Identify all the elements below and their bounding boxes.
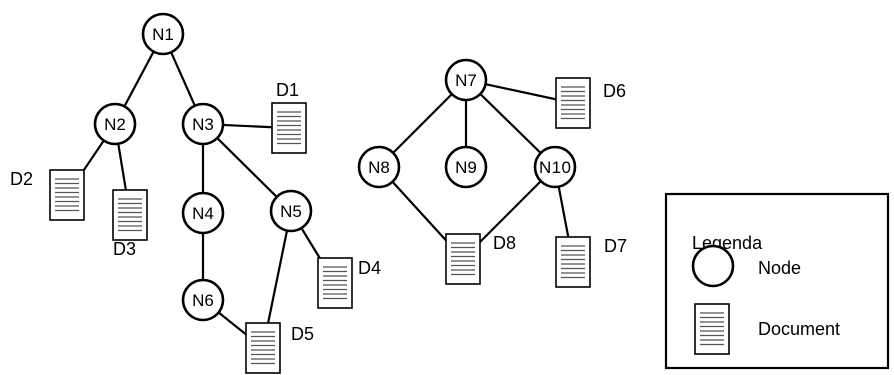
node-label-n9: N9 [455, 158, 477, 177]
node-n8: N8 [357, 145, 401, 189]
legend-node-label: Node [758, 258, 801, 278]
document-d4 [317, 257, 353, 309]
document-label-d7: D7 [604, 236, 627, 256]
document-d6 [555, 77, 591, 129]
node-n9: N9 [444, 145, 488, 189]
document-label-d2: D2 [10, 169, 33, 189]
node-label-n3: N3 [192, 115, 214, 134]
node-label-n10: N10 [539, 158, 571, 177]
legend-node-icon [691, 244, 735, 288]
node-n2: N2 [93, 102, 137, 146]
node-n5: N5 [269, 189, 313, 233]
node-label-n2: N2 [104, 115, 126, 134]
node-n10: N10 [533, 145, 577, 189]
document-label-d5: D5 [291, 324, 314, 344]
legend-document-icon [694, 303, 730, 355]
document-label-d3: D3 [113, 239, 136, 259]
legend: Legenda Node Document [664, 192, 890, 370]
node-n6: N6 [181, 278, 225, 322]
node-n4: N4 [181, 191, 225, 235]
node-label-n1: N1 [152, 25, 174, 44]
document-d2 [49, 169, 85, 221]
node-label-n8: N8 [368, 158, 390, 177]
document-d3 [112, 189, 148, 241]
document-label-d6: D6 [603, 81, 626, 101]
document-d8 [445, 233, 481, 285]
node-n7: N7 [444, 58, 488, 102]
document-label-d4: D4 [358, 258, 381, 278]
node-n1: N1 [141, 12, 185, 56]
document-d7 [555, 236, 591, 288]
node-label-n4: N4 [192, 204, 214, 223]
document-label-d1: D1 [276, 80, 299, 100]
document-d5 [245, 322, 281, 374]
legend-document-label: Document [758, 319, 840, 339]
node-label-n7: N7 [455, 71, 477, 90]
node-label-n6: N6 [192, 291, 214, 310]
document-label-d8: D8 [493, 233, 516, 253]
document-d1 [271, 102, 307, 154]
node-n3: N3 [181, 102, 225, 146]
node-label-n5: N5 [280, 202, 302, 221]
